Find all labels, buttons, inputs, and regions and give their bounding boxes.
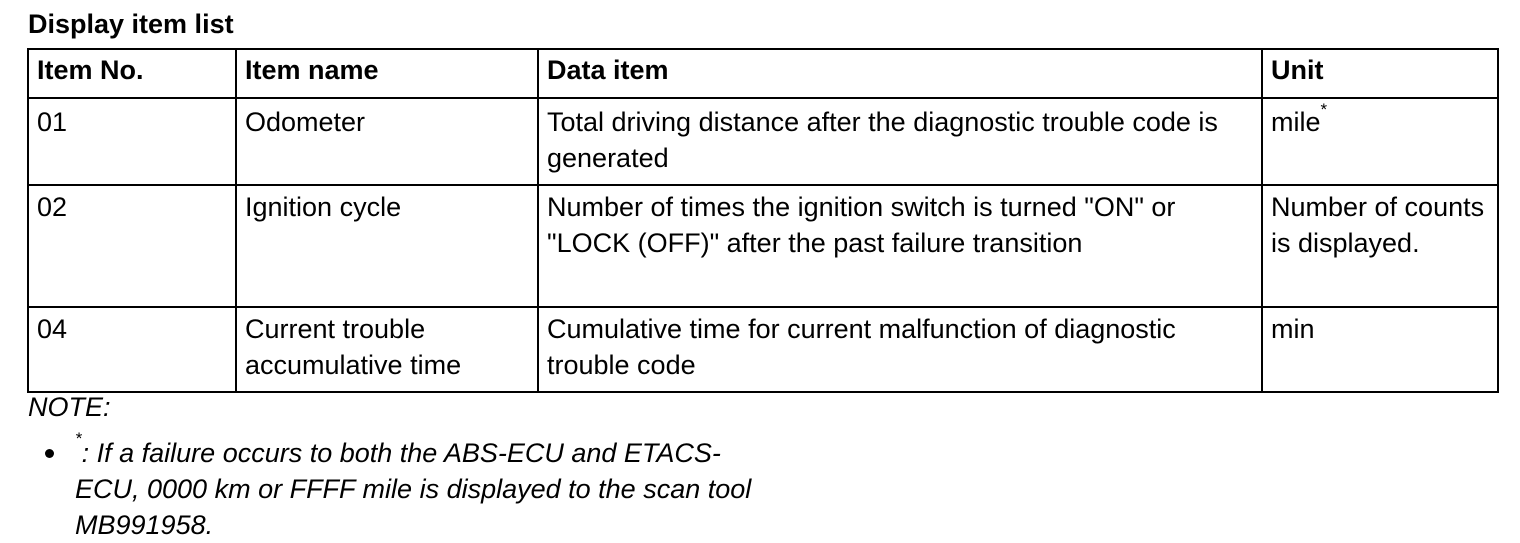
cell-item-no: 04 [27,306,237,393]
header-data-item: Data item [537,48,1263,99]
cell-unit: mile* [1261,97,1499,186]
unit-text: mile [1271,107,1321,137]
table-row: 01 Odometer Total driving distance after… [27,97,1499,186]
section-title: Display item list [28,9,234,39]
display-item-table: Item No. Item name Data item Unit 01 Odo… [27,48,1499,393]
cell-data-item: Cumulative time for current malfunction … [537,306,1263,393]
cell-unit: Number of counts is displayed. [1261,184,1499,308]
cell-item-name: Odometer [235,97,539,186]
footnote-mark: * [75,429,82,448]
table-row: 04 Current trouble accumulative time Cum… [27,306,1499,393]
note-item-text: : If a failure occurs to both the ABS-EC… [75,438,752,540]
bullet-icon [45,449,54,458]
cell-item-no: 02 [27,184,237,308]
cell-item-no: 01 [27,97,237,186]
cell-item-name: Ignition cycle [235,184,539,308]
table-header-row: Item No. Item name Data item Unit [27,48,1499,99]
header-unit: Unit [1261,48,1499,99]
cell-item-name: Current trouble accumulative time [235,306,539,393]
cell-data-item: Total driving distance after the diagnos… [537,97,1263,186]
unit-text: min [1271,314,1315,344]
table-row: 02 Ignition cycle Number of times the ig… [27,184,1499,308]
note-item: *: If a failure occurs to both the ABS-E… [75,429,775,543]
header-item-name: Item name [235,48,539,99]
note-label: NOTE: [28,392,111,422]
header-item-no: Item No. [27,48,237,99]
cell-data-item: Number of times the ignition switch is t… [537,184,1263,308]
unit-text: Number of counts is displayed. [1271,192,1485,258]
cell-unit: min [1261,306,1499,393]
footnote-mark: * [1320,100,1328,119]
